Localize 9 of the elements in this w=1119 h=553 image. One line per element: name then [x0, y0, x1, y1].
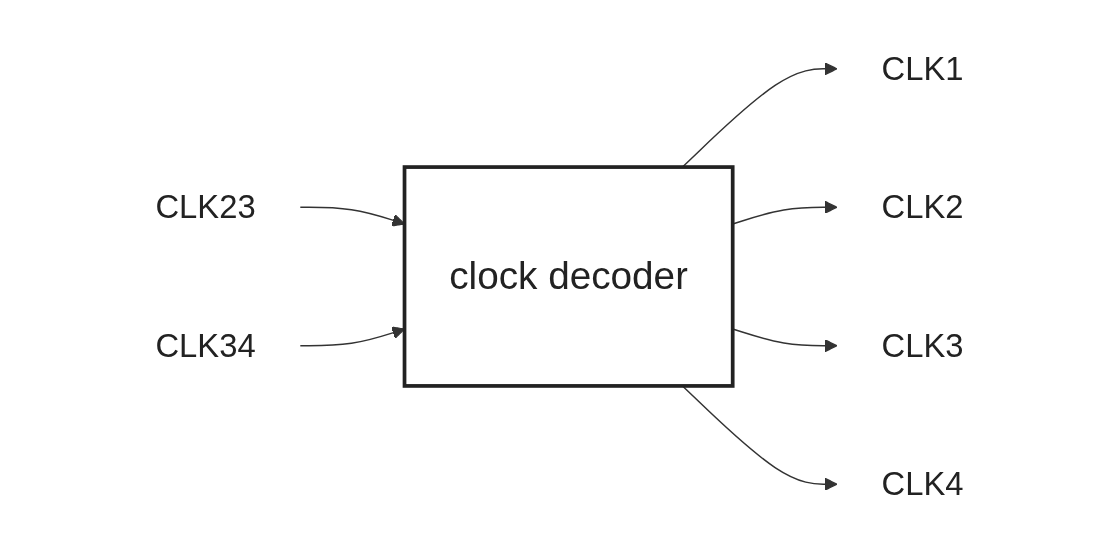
node-text: CLK4 — [881, 465, 964, 503]
node-text: CLK1 — [881, 50, 964, 88]
node-text: CLK3 — [881, 327, 964, 365]
node-text: CLK34 — [155, 327, 256, 365]
node-text: CLK2 — [881, 188, 964, 226]
arrow — [681, 385, 838, 491]
arrow — [681, 62, 838, 168]
node-box: clock decoder — [402, 165, 735, 388]
node-text: CLK23 — [155, 188, 256, 226]
